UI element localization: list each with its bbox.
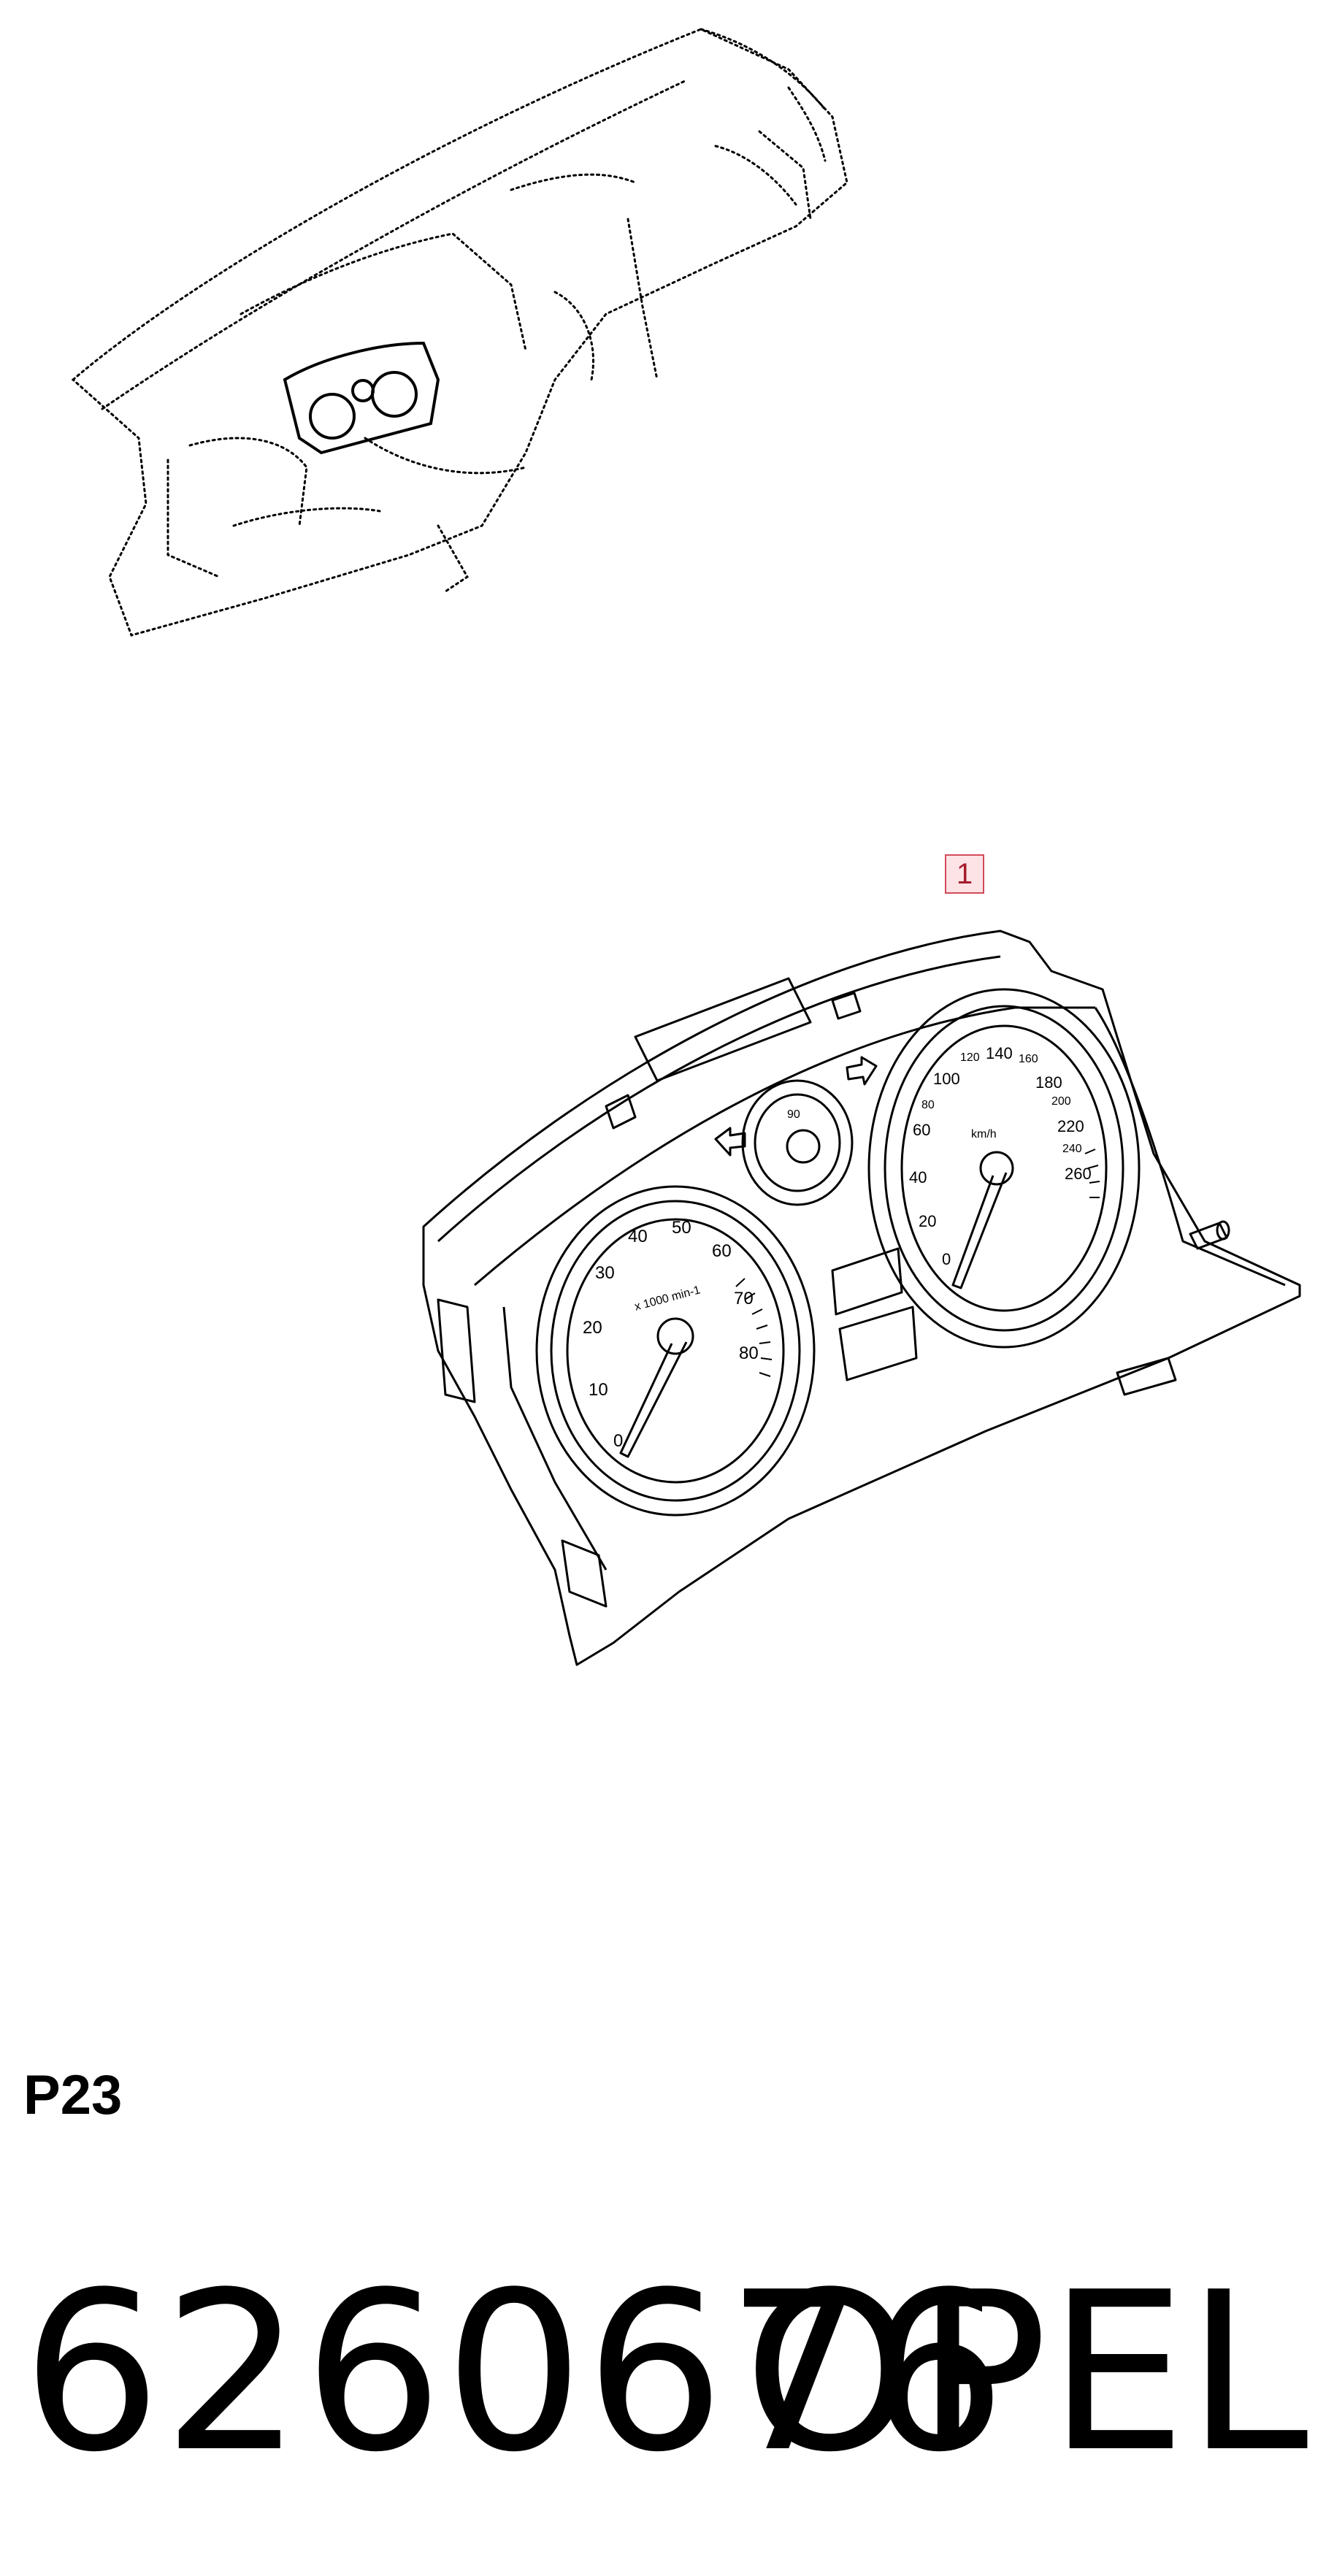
tacho-tick-label: 70 [734,1289,754,1308]
speedo-tick-label: 260 [1065,1165,1092,1183]
speedo-tick-label: 20 [919,1212,937,1230]
instrument-cluster-drawing [422,929,1301,1666]
tacho-tick-label: 20 [583,1318,602,1338]
speedo-tick-label: 240 [1062,1143,1082,1155]
callout-number: 1 [956,857,973,890]
speedo-tick-label: 160 [1019,1053,1038,1065]
tacho-tick-label: 10 [589,1380,608,1400]
speedo-tick-label: 140 [986,1044,1013,1062]
page-code: P23 [23,2064,123,2126]
tacho-tick-label: 80 [739,1343,759,1363]
brand-name: OPEL [743,2245,1308,2500]
tacho-tick-label: 30 [595,1263,615,1283]
speedo-tick-label: 40 [909,1168,927,1187]
temp-gauge-label: 90 [787,1108,800,1121]
speedo-tick-label: 60 [913,1121,931,1139]
speedo-tick-label: 180 [1035,1073,1062,1092]
tacho-tick-label: 40 [628,1227,648,1246]
speedo-unit-label: km/h [971,1128,997,1141]
tacho-tick-label: 0 [613,1431,624,1451]
tacho-tick-label: 50 [672,1218,691,1238]
speedo-tick-label: 220 [1057,1117,1084,1135]
callout-1[interactable]: 1 [945,854,984,894]
speedo-tick-label: 100 [933,1070,960,1088]
speedo-tick-label: 0 [942,1250,951,1268]
part-number: 6260676 [22,2245,1008,2500]
tacho-tick-label: 60 [712,1241,732,1261]
speedo-tick-label: 200 [1051,1095,1071,1108]
speedo-tick-label: 80 [921,1099,935,1111]
speedo-tick-label: 120 [960,1051,980,1064]
